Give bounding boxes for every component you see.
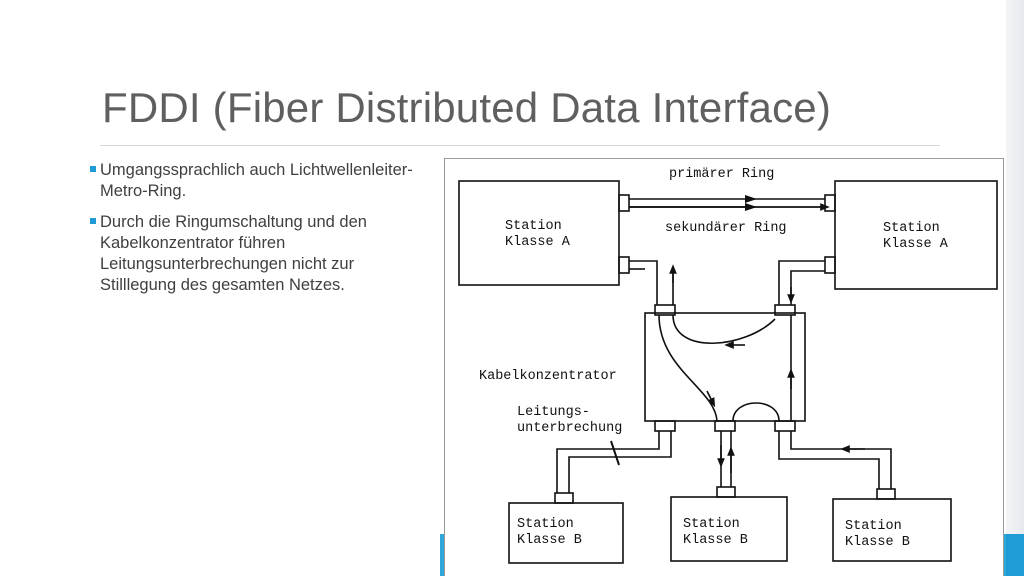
bullet-item: Umgangssprachlich auch Lichtwellenleiter… — [88, 160, 428, 202]
station-a-left-line2: Klasse A — [505, 235, 571, 250]
station-a-right-box — [834, 180, 998, 290]
station-b-left-line2: Klasse B — [517, 533, 582, 548]
line-break-label-1: Leitungs- — [517, 405, 590, 420]
station-a-left-box — [458, 180, 620, 286]
station-a-right-line2: Klasse A — [883, 237, 949, 252]
station-b-right-line2: Klasse B — [845, 535, 910, 550]
square-bullet-icon — [90, 218, 96, 224]
square-bullet-icon — [90, 166, 96, 172]
slide-title: FDDI (Fiber Distributed Data Interface) — [102, 84, 832, 131]
bullet-list: Umgangssprachlich auch Lichtwellenleiter… — [88, 160, 428, 306]
station-b-middle-line1: Station — [683, 517, 740, 532]
bullet-text: Umgangssprachlich auch Lichtwellenleiter… — [100, 161, 413, 200]
concentrator-label: Kabelkonzentrator — [479, 369, 617, 384]
station-a-left-line1: Station — [505, 219, 562, 234]
station-a-right-line1: Station — [883, 221, 940, 236]
station-b-right-line1: Station — [845, 519, 902, 534]
station-b-middle-line2: Klasse B — [683, 533, 748, 548]
right-edge-bar — [1006, 0, 1024, 576]
fddi-diagram-svg: primärer Ring sekundärer Ring Station Kl… — [458, 167, 998, 564]
secondary-ring-label: sekundärer Ring — [665, 221, 787, 236]
primary-ring-label: primärer Ring — [669, 167, 774, 182]
fddi-diagram: primärer Ring sekundärer Ring Station Kl… — [444, 158, 1004, 576]
concentrator-box — [644, 312, 806, 422]
line-break-label-2: unterbrechung — [517, 421, 622, 436]
bullet-text: Durch die Ringumschaltung und den Kabelk… — [100, 213, 367, 294]
station-b-left-line1: Station — [517, 517, 574, 532]
title-divider — [100, 145, 940, 146]
right-edge-accent — [1006, 534, 1024, 576]
bullet-item: Durch die Ringumschaltung und den Kabelk… — [88, 212, 428, 296]
